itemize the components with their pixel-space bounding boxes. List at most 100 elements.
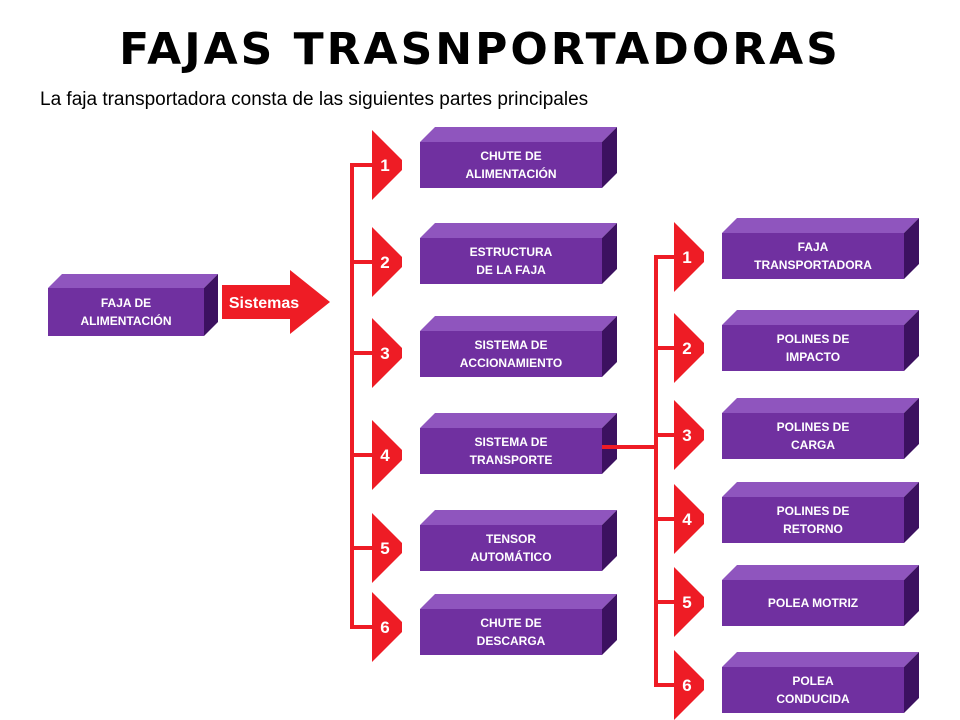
box-side-face: [904, 310, 919, 371]
box-label-line: FAJA: [798, 240, 829, 254]
system-number-3: 3: [372, 318, 402, 388]
number-label: 6: [682, 676, 691, 695]
box-front-face: [420, 428, 602, 474]
box-front-face: [722, 667, 904, 713]
number-label: 6: [380, 618, 389, 637]
box-side-face: [904, 652, 919, 713]
box-top-face: [420, 413, 617, 428]
box-label-line: ALIMENTACIÓN: [80, 313, 171, 328]
transport-number-4: 4: [674, 484, 704, 554]
number-arrow-shape: [372, 318, 402, 388]
number-arrow-shape: [674, 313, 704, 383]
transport-part-box-5: POLEA MOTRIZ: [722, 565, 919, 626]
box-top-face: [722, 565, 919, 580]
number-arrow-shape: [674, 484, 704, 554]
page-subtitle: La faja transportadora consta de las sig…: [40, 89, 589, 110]
number-arrow-shape: [372, 420, 402, 490]
number-arrow-shape: [674, 400, 704, 470]
box-side-face: [204, 274, 218, 336]
system-number-2: 2: [372, 227, 402, 297]
box-front-face: [722, 580, 904, 626]
transport-number-6: 6: [674, 650, 704, 720]
box-label-line: CHUTE DE: [480, 149, 541, 163]
box-top-face: [722, 218, 919, 233]
number-arrow-shape: [372, 130, 402, 200]
systems-arrow-shape: [222, 270, 330, 334]
systems-arrow: Sistemas: [222, 270, 330, 334]
system-box-4: SISTEMA DE TRANSPORTE: [420, 413, 617, 474]
box-label-line: TRANSPORTE: [470, 453, 553, 467]
box-label-line: RETORNO: [783, 522, 843, 536]
box-front-face: [420, 142, 602, 188]
number-label: 2: [682, 339, 691, 358]
system-box-5: TENSOR AUTOMÁTICO: [420, 510, 617, 571]
number-label: 1: [380, 156, 389, 175]
box-side-face: [904, 218, 919, 279]
systems-connector-line: [350, 163, 372, 629]
box-label-line: SISTEMA DE: [475, 435, 548, 449]
system-number-5: 5: [372, 513, 402, 583]
box-top-face: [420, 510, 617, 525]
root-box-faja-de-alimentacion: FAJA DE ALIMENTACIÓN: [48, 274, 218, 336]
box-top-face: [420, 594, 617, 609]
box-top-face: [722, 652, 919, 667]
number-label: 4: [682, 510, 692, 529]
number-label: 2: [380, 253, 389, 272]
transport-part-box-1: FAJA TRANSPORTADORA: [722, 218, 919, 279]
number-label: 1: [682, 248, 691, 267]
box-side-face: [904, 398, 919, 459]
number-label: 5: [380, 539, 389, 558]
box-side-face: [602, 413, 617, 474]
transport-number-5: 5: [674, 567, 704, 637]
number-arrow-shape: [674, 650, 704, 720]
box-front-face: [420, 609, 602, 655]
box-label-line: DESCARGA: [477, 634, 546, 648]
box-side-face: [602, 594, 617, 655]
box-side-face: [602, 127, 617, 188]
transport-number-3: 3: [674, 400, 704, 470]
box-label-line: TENSOR: [486, 532, 536, 546]
box-label-line: ACCIONAMIENTO: [460, 356, 562, 370]
box-label-line: TRANSPORTADORA: [754, 258, 872, 272]
box-top-face: [722, 482, 919, 497]
box-label-line: DE LA FAJA: [476, 263, 546, 277]
box-top-face: [48, 274, 218, 288]
box-label-line: POLEA: [792, 674, 834, 688]
box-label-line: IMPACTO: [786, 350, 840, 364]
system-number-1: 1: [372, 130, 402, 200]
box-label-line: CONDUCIDA: [776, 692, 850, 706]
box-front-face: [722, 413, 904, 459]
box-label-line: POLINES DE: [777, 504, 850, 518]
box-label-line: CARGA: [791, 438, 835, 452]
box-label-line: FAJA DE: [101, 296, 151, 310]
number-label: 4: [380, 446, 390, 465]
box-front-face: [420, 238, 602, 284]
number-arrow-shape: [674, 222, 704, 292]
box-top-face: [722, 310, 919, 325]
number-arrow-shape: [372, 513, 402, 583]
box-front-face: [420, 525, 602, 571]
transport-part-box-6: POLEA CONDUCIDA: [722, 652, 919, 713]
number-arrow-shape: [372, 592, 402, 662]
transport-number-1: 1: [674, 222, 704, 292]
box-top-face: [722, 398, 919, 413]
box-front-face: [722, 497, 904, 543]
box-top-face: [420, 316, 617, 331]
box-side-face: [904, 565, 919, 626]
box-label-line: AUTOMÁTICO: [470, 549, 551, 564]
box-top-face: [420, 127, 617, 142]
transport-connector-line: [654, 255, 674, 687]
box-front-face: [722, 325, 904, 371]
box-label-line: ALIMENTACIÓN: [465, 166, 556, 181]
number-arrow-shape: [674, 567, 704, 637]
box-front-face: [48, 288, 204, 336]
box-side-face: [904, 482, 919, 543]
number-label: 5: [682, 593, 691, 612]
box-top-face: [420, 223, 617, 238]
page-title: FAJAS TRASNPORTADORAS: [119, 24, 841, 75]
